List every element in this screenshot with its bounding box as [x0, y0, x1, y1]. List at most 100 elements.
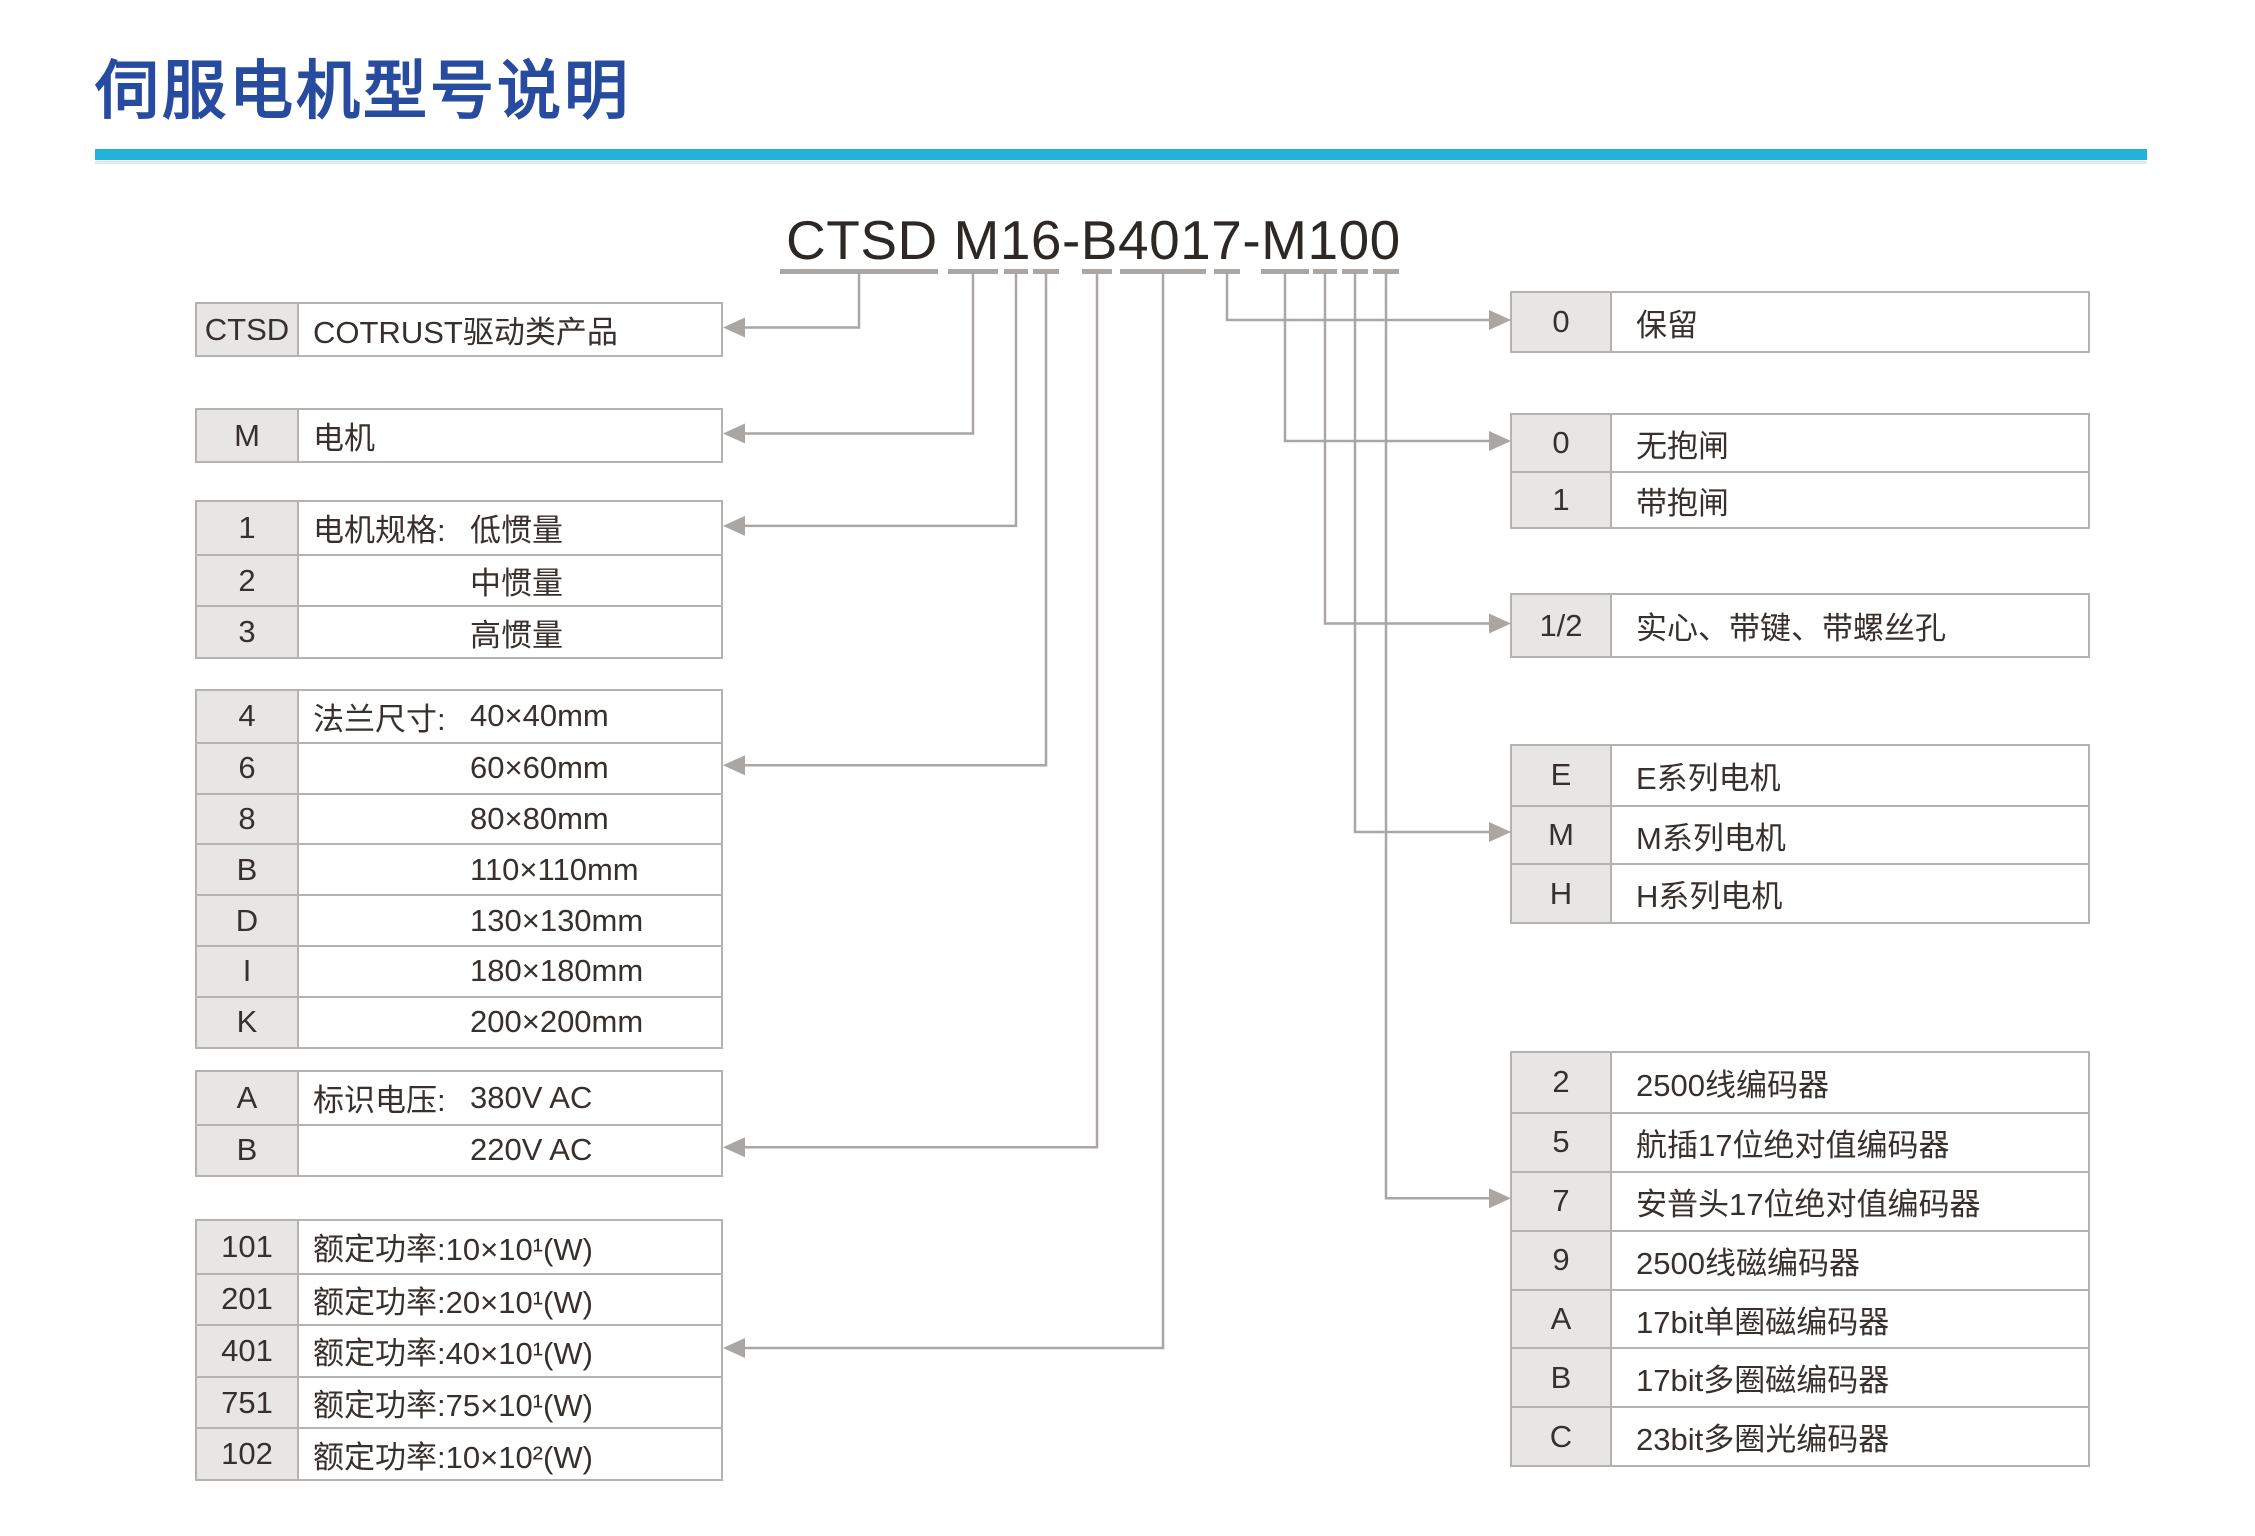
table-row: 2 中惯量: [197, 553, 721, 606]
code-desc-cell: 额定功率:40×10¹(W): [299, 1326, 721, 1376]
desc-text: 额定功率:10×10¹(W): [313, 1232, 593, 1268]
arrowhead-icon: [1489, 431, 1511, 451]
code-desc-cell: 中惯量: [299, 556, 721, 606]
code-desc-cell: 2500线磁编码器: [1612, 1232, 2088, 1289]
connector-line: [1283, 272, 1491, 443]
code-key-cell: H: [1512, 865, 1612, 923]
desc-value: 110×110mm: [470, 851, 639, 887]
code-key-cell: 1: [197, 502, 299, 554]
code-desc-cell: 23bit多圈光编码器: [1612, 1408, 2088, 1465]
code-key-cell: 0: [1512, 415, 1612, 471]
code-key-cell: B: [197, 1125, 299, 1175]
table-row: 201 额定功率:20×10¹(W): [197, 1272, 721, 1325]
code-desc-cell: 2500线编码器: [1612, 1053, 2088, 1112]
table-row: 1 带抱闸: [1512, 471, 2088, 527]
code-underline: [1214, 269, 1240, 274]
code-desc-cell: 额定功率:20×10¹(W): [299, 1275, 721, 1325]
code-key-cell: 3: [197, 607, 299, 658]
code-key-cell: K: [197, 997, 299, 1047]
desc-value: 中惯量: [470, 566, 563, 602]
desc-text: M系列电机: [1636, 820, 1786, 856]
page-title: 伺服电机型号说明: [95, 55, 631, 127]
code-desc-cell: 法兰尺寸:40×40mm: [299, 691, 721, 742]
code-key-cell: 1/2: [1512, 595, 1612, 656]
code-key-cell: 1: [1512, 473, 1612, 527]
arrowhead-icon: [723, 317, 745, 338]
desc-text: COTRUST驱动类产品: [313, 315, 618, 350]
table-row: 3 高惯量: [197, 605, 721, 658]
desc-text: 额定功率:20×10¹(W): [313, 1284, 593, 1320]
desc-text: E系列电机: [1636, 760, 1781, 796]
desc-text: 带抱闸: [1636, 485, 1729, 521]
code-key-cell: 201: [197, 1274, 299, 1325]
connector-line: [1225, 272, 1491, 322]
code-desc-cell: 实心、带键、带螺丝孔: [1612, 595, 2088, 656]
code-underline: [1342, 269, 1368, 274]
desc-value: 80×80mm: [470, 800, 609, 836]
desc-text: 2500线编码器: [1636, 1067, 1829, 1103]
desc-text: 额定功率:10×10²(W): [313, 1439, 593, 1475]
code-table-reserved: 0 保留: [1510, 291, 2090, 353]
connector-line: [1353, 272, 1491, 834]
code-desc-cell: 保留: [1612, 293, 2088, 351]
code-desc-cell: H系列电机: [1612, 865, 2088, 922]
connector-line: [742, 272, 1048, 767]
code-desc-cell: 17bit多圈磁编码器: [1612, 1349, 2088, 1406]
code-key-cell: M: [197, 410, 299, 461]
code-desc-cell: 180×180mm: [299, 947, 721, 996]
code-desc-cell: COTRUST驱动类产品: [299, 304, 721, 355]
title-rule: [95, 149, 2147, 160]
arrowhead-icon: [1489, 1188, 1511, 1209]
code-key-cell: 0: [1512, 293, 1612, 351]
code-key-cell: 4: [197, 691, 299, 742]
code-desc-cell: 航插17位绝对值编码器: [1612, 1114, 2088, 1171]
desc-label: 电机规格:: [313, 513, 446, 549]
desc-text: 17bit多圈磁编码器: [1636, 1363, 1890, 1399]
desc-label: 标识电压:: [313, 1083, 446, 1119]
code-underline: [1004, 269, 1028, 274]
code-key-cell: I: [197, 946, 299, 996]
desc-text: 保留: [1636, 307, 1698, 343]
arrowhead-icon: [723, 1137, 745, 1158]
code-desc-cell: 带抱闸: [1612, 473, 2088, 527]
code-desc-cell: 60×60mm: [299, 744, 721, 793]
code-key-cell: A: [197, 1072, 299, 1124]
code-desc-cell: 电机规格:低惯量: [299, 502, 721, 554]
title-rule-shadow: [95, 161, 2147, 164]
code-desc-cell: 高惯量: [299, 607, 721, 657]
code-key-cell: 7: [1512, 1172, 1612, 1230]
code-desc-cell: 安普头17位绝对值编码器: [1612, 1173, 2088, 1230]
table-row: M 电机: [197, 410, 721, 461]
arrowhead-icon: [1489, 310, 1511, 330]
code-underline: [948, 269, 998, 274]
desc-value: 高惯量: [470, 617, 563, 653]
desc-text: 电机: [313, 421, 375, 456]
desc-value: 60×60mm: [470, 750, 609, 786]
code-desc-cell: 220V AC: [299, 1126, 721, 1176]
connector-line: [742, 272, 1018, 528]
arrowhead-icon: [1489, 613, 1511, 634]
code-key-cell: 2: [197, 555, 299, 606]
